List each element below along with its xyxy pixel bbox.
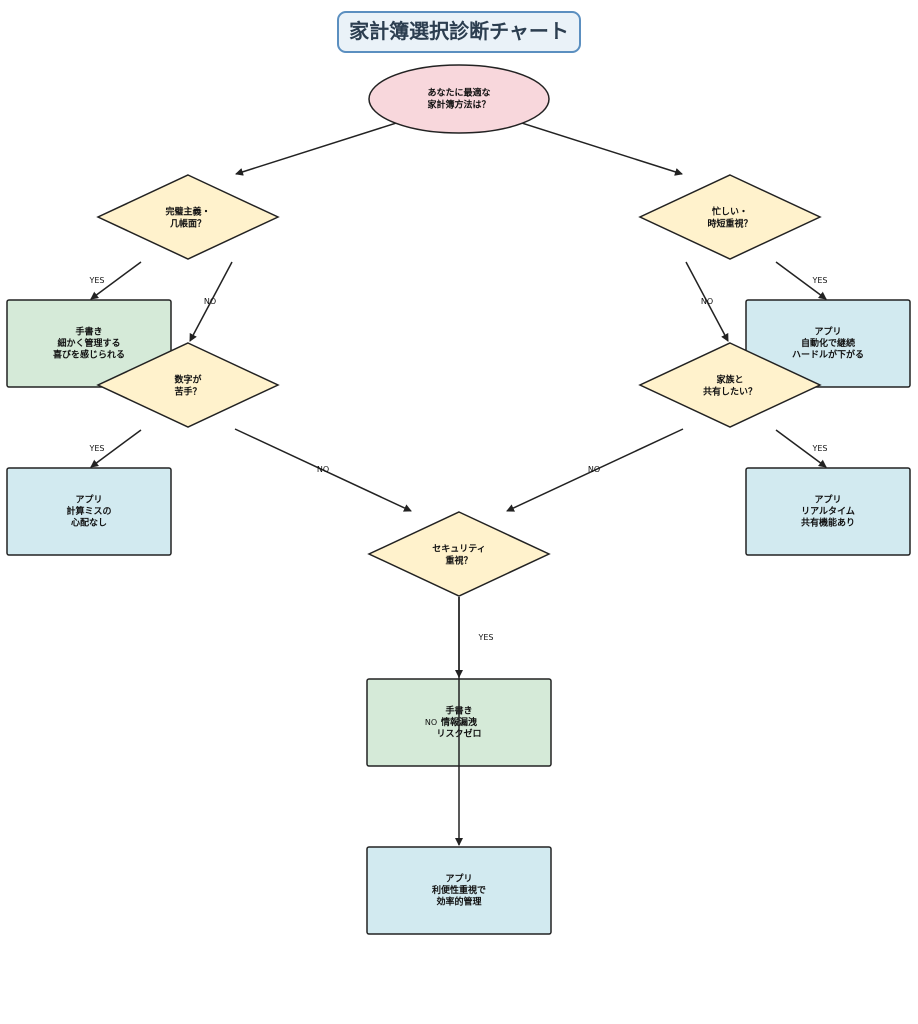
decision-security: セキュリティ 重視？ — [367, 511, 551, 597]
edge-busy-no — [685, 261, 729, 342]
decision-diamond — [96, 174, 280, 260]
edge-start-to-perfect — [235, 117, 413, 176]
result-line-3: 心配なし — [71, 518, 107, 529]
edge-numbers-no — [234, 428, 412, 512]
edge-perfect-no — [189, 261, 233, 342]
decision-line-2: 几帳面？ — [170, 218, 206, 230]
title-box — [337, 11, 581, 53]
result-box — [745, 467, 911, 556]
edge-label-no: NO — [425, 718, 437, 727]
decision-numbers: 数字が 苦手？ — [96, 342, 280, 428]
result-app-calculation: アプリ 計算ミスの 心配なし — [6, 467, 172, 556]
decision-line-2: 苦手？ — [174, 386, 201, 398]
edge-label-no: NO — [317, 465, 329, 474]
edge-label-yes: YES — [811, 276, 827, 285]
start-line-2: 家計簿方法は？ — [427, 99, 490, 111]
decision-line-2: 時短重視？ — [707, 218, 752, 230]
result-line-3: ハードルが下がる — [792, 349, 864, 361]
decision-line-1: セキュリティ — [432, 544, 485, 555]
result-line-3: 喜びを感じられる — [53, 349, 125, 361]
result-line-3: 効率的管理 — [436, 896, 481, 908]
result-app-automation: アプリ 自動化で継続 ハードルが下がる — [745, 299, 911, 388]
decision-busy: 忙しい・ 時短重視？ — [638, 174, 822, 260]
title-text: 家計簿選択診断チャート — [349, 19, 569, 43]
result-line-2: 細かく管理する — [57, 337, 120, 349]
decision-diamond — [638, 342, 822, 428]
result-box — [366, 846, 552, 935]
decision-perfectionist: 完璧主義・ 几帳面？ — [96, 174, 280, 260]
edge-label-yes: YES — [811, 444, 827, 453]
decision-line-2: 共有したい？ — [703, 386, 757, 398]
result-line-2: リアルタイム — [801, 505, 855, 517]
edge-label-no: NO — [204, 297, 216, 306]
result-box — [745, 299, 911, 388]
result-line-2: 利便性重視で — [431, 884, 486, 896]
start-ellipse — [368, 64, 550, 134]
edge-label-yes: YES — [88, 444, 104, 453]
result-line-1: アプリ — [445, 873, 472, 885]
edge-numbers-yes — [90, 429, 142, 468]
decision-diamond — [638, 174, 822, 260]
edge-label-no: NO — [701, 297, 713, 306]
edge-label-yes: YES — [88, 276, 104, 285]
result-line-1: アプリ — [814, 494, 841, 506]
result-app-convenience: アプリ 利便性重視で 効率的管理 — [366, 846, 552, 935]
result-handwritten-joy: 手書き 細かく管理する 喜びを感じられる — [6, 299, 172, 388]
result-line-2: 自動化で継続 — [801, 337, 855, 349]
decision-line-1: 完璧主義・ — [165, 206, 210, 218]
result-line-1: 手書き — [75, 326, 102, 338]
result-line-1: アプリ — [75, 494, 102, 506]
edge-start-to-busy — [505, 117, 683, 176]
start-line-1: あなたに最適な — [427, 87, 490, 99]
edges: YES NO YES NO YES NO YES NO YES — [88, 117, 828, 678]
decision-line-1: 数字が — [174, 374, 202, 386]
decision-line-2: 重視？ — [445, 555, 472, 567]
result-app-realtime: アプリ リアルタイム 共有機能あり — [745, 467, 911, 556]
decision-diamond — [96, 342, 280, 428]
chart-title: 家計簿選択診断チャート — [337, 11, 581, 53]
decision-line-1: 忙しい・ — [712, 206, 748, 218]
result-line-2: 計算ミスの — [66, 505, 111, 517]
edge-busy-yes — [775, 261, 827, 300]
edge-perfect-yes — [90, 261, 142, 300]
decision-diamond — [367, 511, 551, 597]
result-box — [6, 467, 172, 556]
start-node: あなたに最適な 家計簿方法は？ — [368, 64, 550, 134]
decision-line-1: 家族と — [716, 374, 743, 386]
result-line-1: アプリ — [814, 326, 841, 338]
result-box — [6, 299, 172, 388]
edge-label-yes: YES — [477, 633, 493, 642]
edge-family-yes — [775, 429, 827, 468]
edge-family-no — [506, 428, 684, 512]
edge-label-no: NO — [588, 465, 600, 474]
result-line-3: 共有機能あり — [801, 517, 855, 529]
decision-family: 家族と 共有したい？ — [638, 342, 822, 428]
